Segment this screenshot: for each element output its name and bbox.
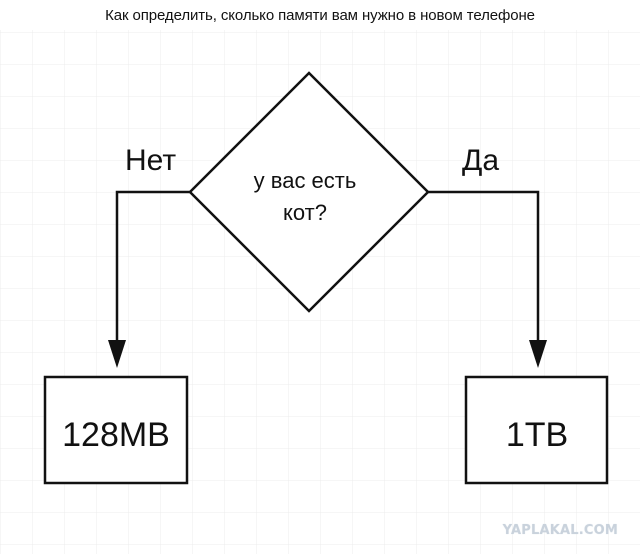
connector-yes [428, 190, 540, 342]
watermark: YAPLAKAL.COM [502, 523, 618, 538]
branch-label-yes: Да [462, 144, 499, 177]
decision-text-line2: кот? [283, 200, 327, 225]
arrowhead-yes [529, 340, 547, 368]
branch-label-no: Нет [125, 144, 176, 177]
page-title: Как определить, сколько памяти вам нужно… [105, 7, 535, 24]
decision-text-line1: у вас есть [254, 168, 357, 193]
arrowhead-no [108, 340, 126, 368]
decision-diamond [188, 71, 430, 313]
result-text-no: 128MB [62, 416, 170, 454]
result-box-yes [464, 375, 609, 485]
result-box-no [43, 375, 189, 485]
connector-no [115, 190, 190, 342]
result-text-yes: 1TB [506, 416, 568, 454]
